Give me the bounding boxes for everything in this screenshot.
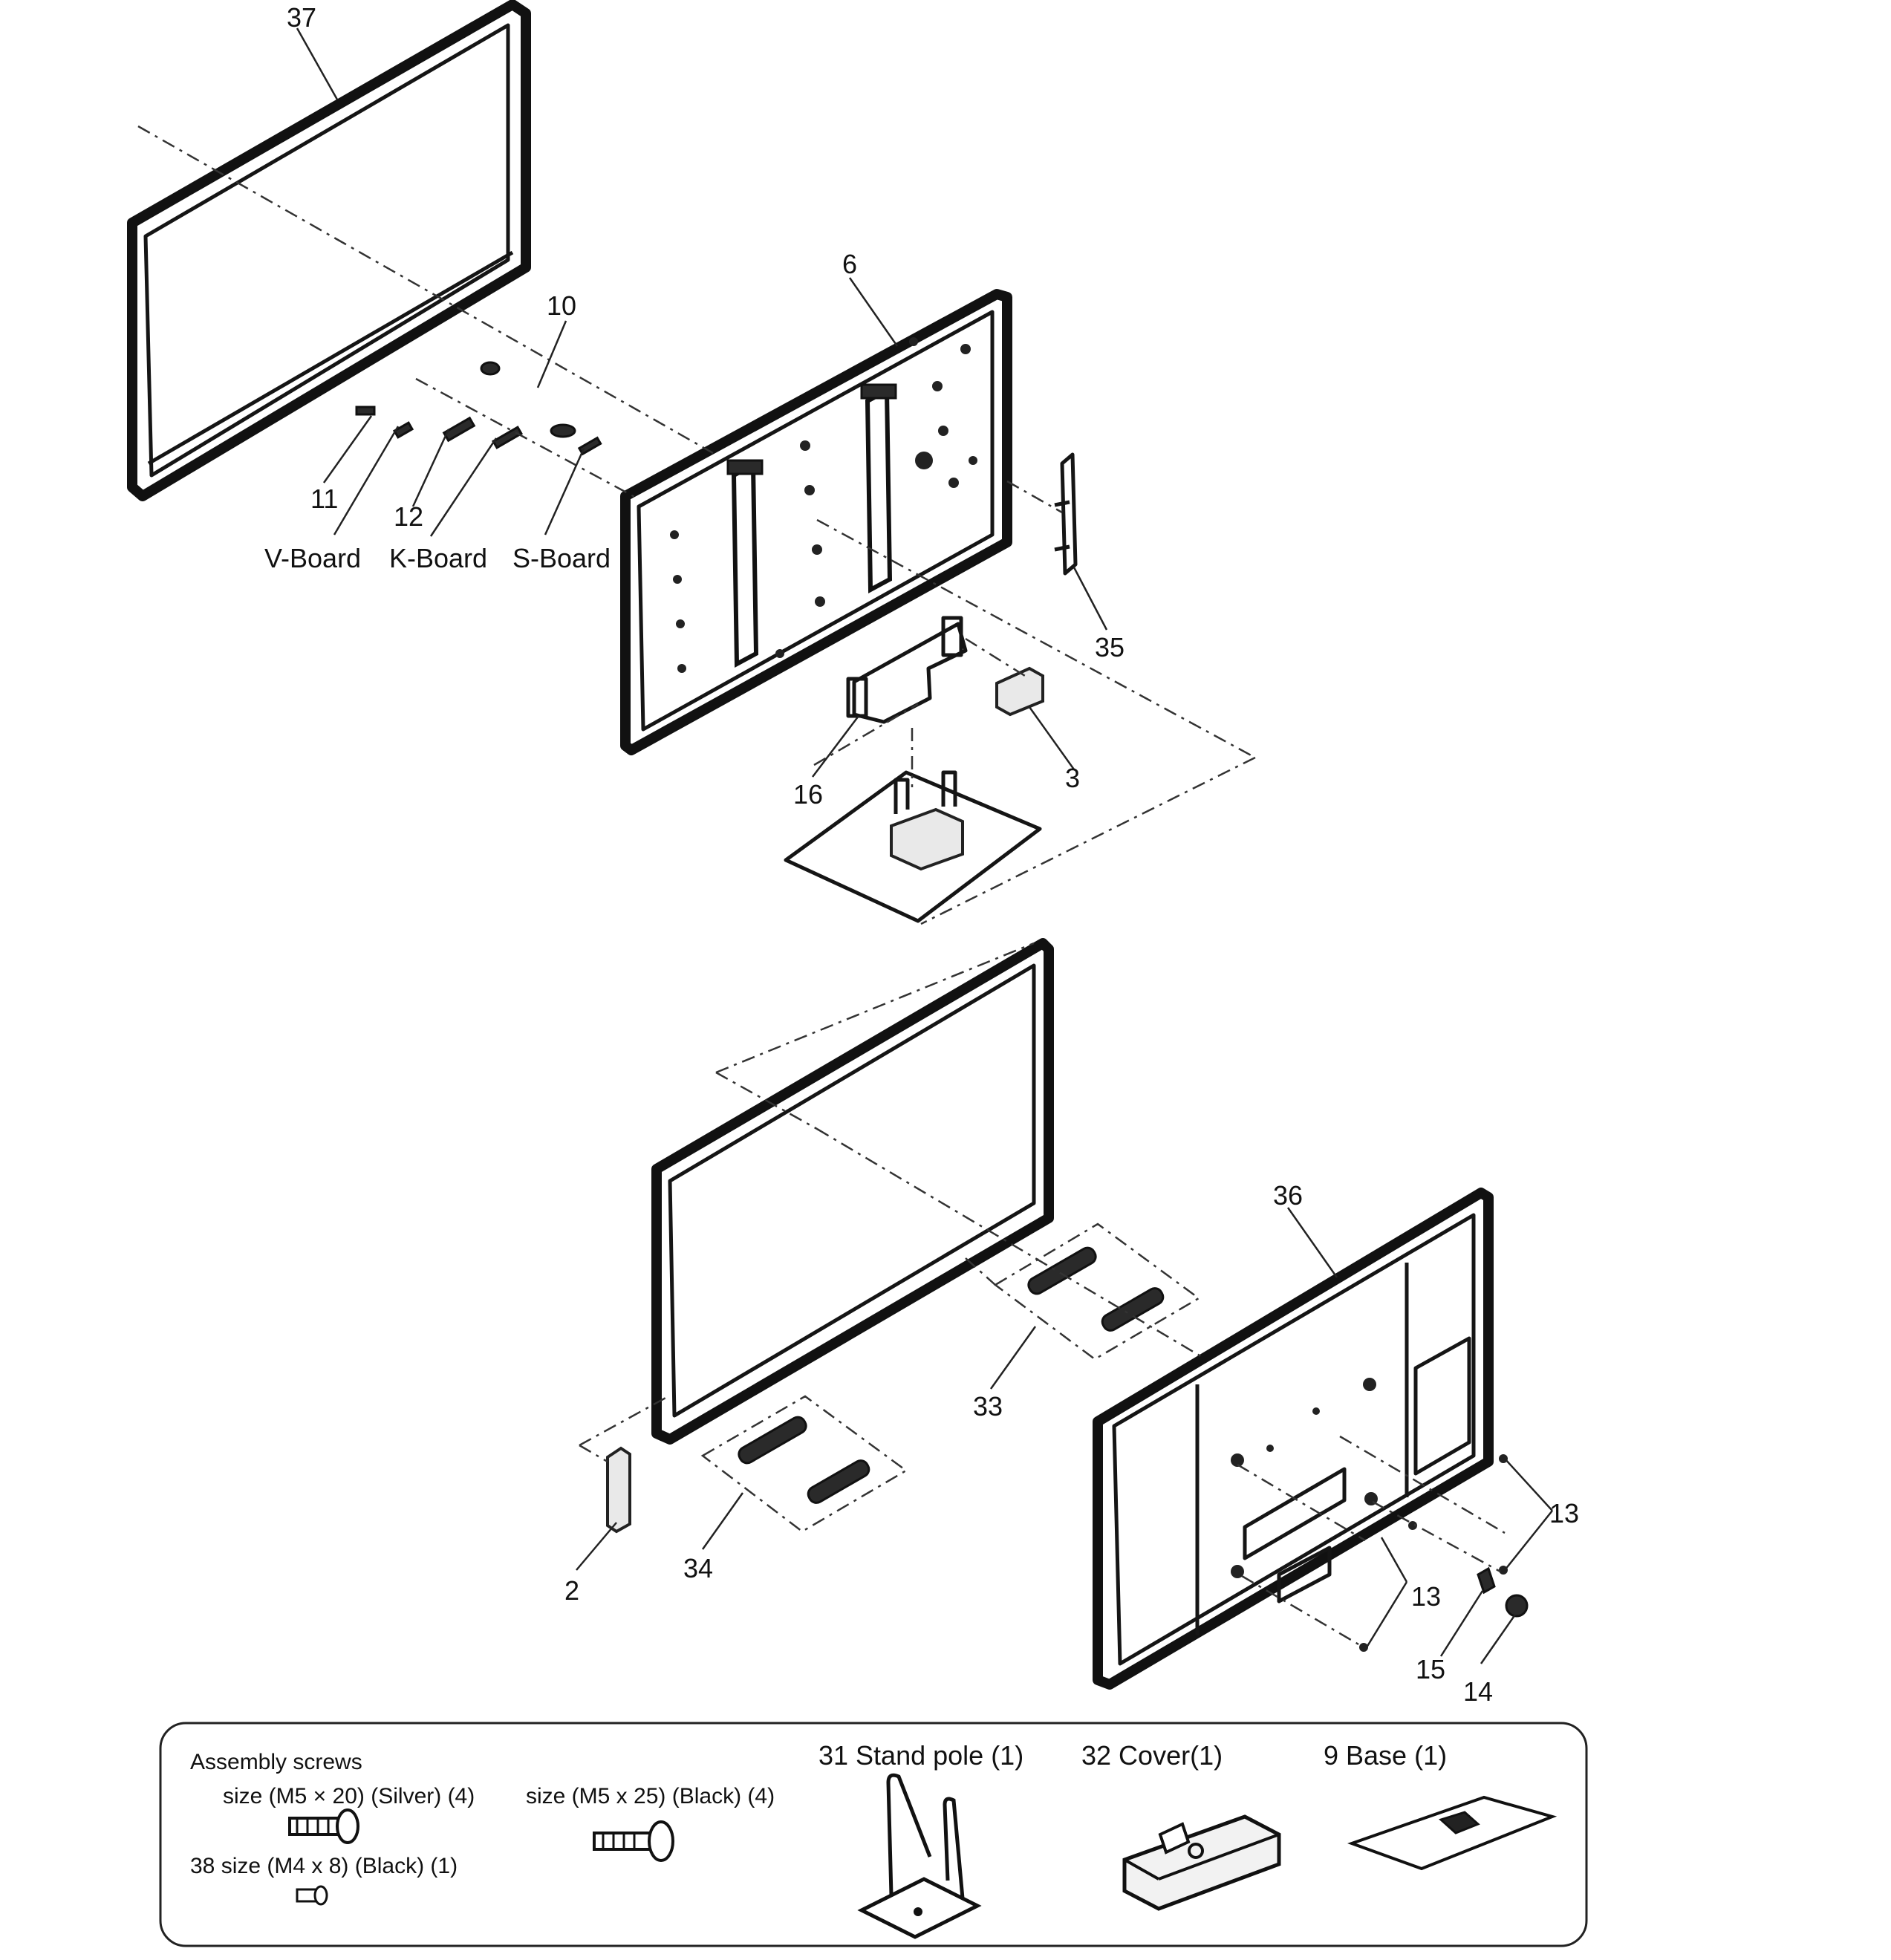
bracket-2 [606, 1446, 631, 1534]
board-parts [355, 361, 602, 456]
callout-34: 34 [683, 1553, 713, 1583]
chassis-plate-6 [620, 289, 1012, 755]
callout-37: 37 [287, 2, 316, 33]
legend-screw-m4x8: 38 size (M4 x 8) (Black) (1) [190, 1854, 458, 1878]
stand-bracket-16 [846, 616, 968, 724]
callout-36: 36 [1273, 1180, 1303, 1211]
upper-dashed-guides [137, 125, 1256, 925]
rear-cabinet-36 [1093, 1188, 1494, 1690]
legend-stand-pole: 31 Stand pole (1) [818, 1740, 1023, 1771]
callout-3: 3 [1065, 763, 1080, 793]
legend-screw-m5x25: size (M5 x 25) (Black) (4) [526, 1784, 775, 1808]
legend-base: 9 Base (1) [1324, 1740, 1447, 1771]
label-k-board: K-Board [389, 543, 487, 573]
screws-13-14-15 [1359, 1454, 1529, 1652]
front-bezel-37 [127, 0, 531, 501]
callout-labels: 37 6 10 11 12 35 16 3 36 33 34 2 13 13 1… [264, 2, 1579, 1707]
stand-assembly [784, 770, 1042, 923]
speaker-33 [993, 1222, 1201, 1361]
legend-screw-m5x20: size (M5 × 20) (Silver) (4) [223, 1784, 475, 1808]
parts-legend: Assembly screws size (M5 × 20) (Silver) … [159, 1722, 1588, 1947]
bracket-35 [1054, 452, 1078, 576]
legend-cover: 32 Cover(1) [1081, 1740, 1223, 1771]
rear-frame [651, 938, 1054, 1445]
callout-10: 10 [547, 290, 576, 321]
label-s-board: S-Board [512, 543, 611, 573]
stand-pole-icon [857, 1773, 982, 1939]
cover-block-3 [995, 666, 1044, 717]
base-icon [1347, 1795, 1558, 1871]
callout-11: 11 [310, 484, 338, 514]
callout-33: 33 [973, 1391, 1003, 1422]
callout-16: 16 [793, 779, 823, 810]
screw-m4x8-icon [296, 1885, 328, 1906]
callout-2: 2 [564, 1575, 579, 1606]
label-v-board: V-Board [264, 543, 361, 573]
screw-m5x25-icon [593, 1820, 674, 1862]
callout-13-right: 13 [1549, 1498, 1579, 1528]
screw-m5x20-icon [288, 1808, 359, 1844]
callout-14: 14 [1463, 1676, 1493, 1707]
lower-dashed-guides [579, 942, 1506, 1649]
speaker-34 [700, 1395, 908, 1533]
callout-35: 35 [1095, 632, 1124, 662]
leader-lines [296, 27, 1553, 1664]
callout-12: 12 [394, 501, 423, 532]
legend-heading: Assembly screws [190, 1750, 362, 1774]
callout-6: 6 [842, 249, 857, 279]
callout-13-center: 13 [1411, 1581, 1441, 1612]
cover-icon [1122, 1814, 1281, 1911]
chassis-holes [670, 337, 977, 673]
callout-15: 15 [1416, 1654, 1445, 1684]
